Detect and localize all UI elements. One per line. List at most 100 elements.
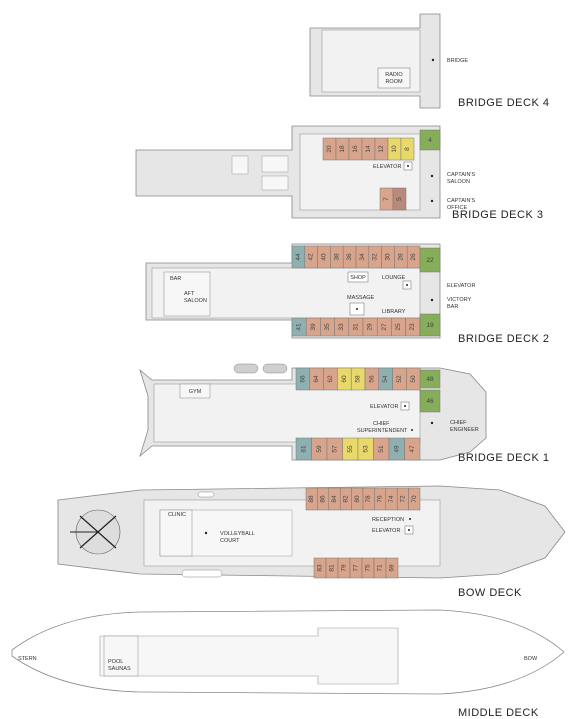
- cabin-green-19[interactable]: [419, 313, 441, 337]
- deck-block: [231, 155, 249, 175]
- cabin-green-4[interactable]: [419, 129, 441, 151]
- captains-office-label-2: OFFICE: [447, 205, 467, 211]
- cabin-69[interactable]: [385, 557, 399, 579]
- pool-label: POOL: [108, 659, 123, 665]
- cabin-number: 22: [426, 257, 434, 264]
- reception-marker: [409, 518, 411, 520]
- cabin-number: 42: [308, 253, 315, 261]
- cabin-number: 69: [389, 564, 396, 572]
- lifeboat: [197, 491, 215, 498]
- deck-title-bridge-2: BRIDGE DECK 2: [458, 333, 550, 345]
- cabin-number: 34: [359, 253, 366, 261]
- cabin-number: 58: [355, 375, 362, 383]
- captains-saloon-label-1: CAPTAIN'S: [447, 172, 475, 178]
- cabin-number: 70: [411, 495, 418, 503]
- cabin-47[interactable]: [404, 437, 421, 461]
- cabin-number: 39: [310, 323, 317, 331]
- aft-saloon-label-1: AFT: [184, 291, 195, 297]
- reception-label: RECEPTION: [372, 517, 404, 523]
- deck-title-bridge-1: BRIDGE DECK 1: [458, 452, 550, 464]
- cabin-green-46[interactable]: [419, 389, 441, 413]
- cabin-5[interactable]: [392, 187, 407, 211]
- cabin-number: 71: [377, 564, 384, 572]
- cabin-number: 46: [426, 398, 434, 405]
- cabin-number: 36: [346, 253, 353, 261]
- middle-deck-interior: [99, 627, 399, 685]
- cabin-number: 53: [362, 445, 369, 453]
- cabin-number: 76: [377, 495, 384, 503]
- chief-engineer-marker: [430, 421, 434, 425]
- cabin-number: 19: [426, 322, 434, 329]
- cabin-green-48[interactable]: [419, 369, 441, 389]
- chief-superintendent-marker: [411, 429, 413, 431]
- elevator-label: ELEVATOR: [373, 164, 401, 170]
- cabin-green-22[interactable]: [419, 247, 441, 273]
- elevator-label: ELEVATOR: [372, 528, 400, 534]
- library-label: LIBRARY: [382, 309, 406, 315]
- lifeboat: [233, 363, 259, 374]
- deck-title-bridge-3: BRIDGE DECK 3: [452, 209, 544, 221]
- cabin-number: 57: [331, 445, 338, 453]
- cabin-number: 14: [365, 145, 372, 153]
- cabin-number: 60: [341, 375, 348, 383]
- cabin-number: 49: [393, 445, 400, 453]
- saunas-label: SAUNAS: [108, 666, 131, 672]
- cabin-number: 7: [383, 197, 390, 201]
- deck-block: [261, 155, 289, 173]
- chief-engineer-label-1: CHIEF: [450, 420, 467, 426]
- cabin-number: 81: [329, 564, 336, 572]
- cabin-number: 80: [354, 495, 361, 503]
- cabin-number: 10: [391, 145, 398, 153]
- cabin-number: 88: [308, 495, 315, 503]
- cabin-number: 38: [333, 253, 340, 261]
- cabin-number: 79: [341, 564, 348, 572]
- cabin-number: 23: [409, 323, 416, 331]
- cabin-number: 35: [324, 323, 331, 331]
- cabin-number: 4: [428, 137, 432, 144]
- gym-label: GYM: [189, 389, 202, 395]
- cabin-number: 8: [404, 147, 411, 151]
- deck-title-middle: MIDDLE DECK: [458, 707, 539, 719]
- cabin-number: 16: [352, 145, 359, 153]
- massage-marker: [356, 308, 358, 310]
- cabin-number: 48: [426, 376, 434, 383]
- cabin-number: 66: [299, 375, 306, 383]
- chief-engineer-label-2: ENGINEER: [450, 427, 479, 433]
- victory-bar-label-2: BAR: [447, 304, 458, 310]
- cabin-number: 59: [316, 445, 323, 453]
- cabin-number: 33: [338, 323, 345, 331]
- cabin-number: 31: [352, 323, 359, 331]
- cabin-number: 44: [295, 253, 302, 261]
- chief-superintendent-label-1: CHIEF: [373, 421, 390, 427]
- radio-room-label-2: ROOM: [385, 79, 403, 85]
- cabin-70[interactable]: [408, 487, 421, 511]
- cabin-number: 51: [378, 445, 385, 453]
- chief-superintendent-label-2: SUPERINTENDENT: [357, 428, 408, 434]
- lounge-label: LOUNGE: [382, 275, 406, 281]
- gym-room: [179, 383, 211, 399]
- cabin-number: 25: [395, 323, 402, 331]
- cabin-number: 40: [321, 253, 328, 261]
- victory-bar-marker: [430, 298, 434, 302]
- captains-saloon-label-2: SALOON: [447, 179, 470, 185]
- cabin-8[interactable]: [400, 137, 415, 161]
- lifeboat: [262, 363, 288, 374]
- pool-saunas-room: [103, 635, 139, 677]
- cabin-number: 32: [372, 253, 379, 261]
- volleyball-label-1: VOLLEYBALL: [220, 531, 255, 537]
- cabin-number: 55: [347, 445, 354, 453]
- cabin-number: 12: [378, 145, 385, 153]
- cabin-number: 5: [396, 197, 403, 201]
- cabin-number: 77: [353, 564, 360, 572]
- elevator-label: ELEVATOR: [447, 283, 475, 289]
- bow-label: BOW: [524, 656, 538, 662]
- cabin-number: 54: [382, 375, 389, 383]
- deck-title-bow: BOW DECK: [458, 587, 522, 599]
- deck-title-bridge-4: BRIDGE DECK 4: [458, 97, 550, 109]
